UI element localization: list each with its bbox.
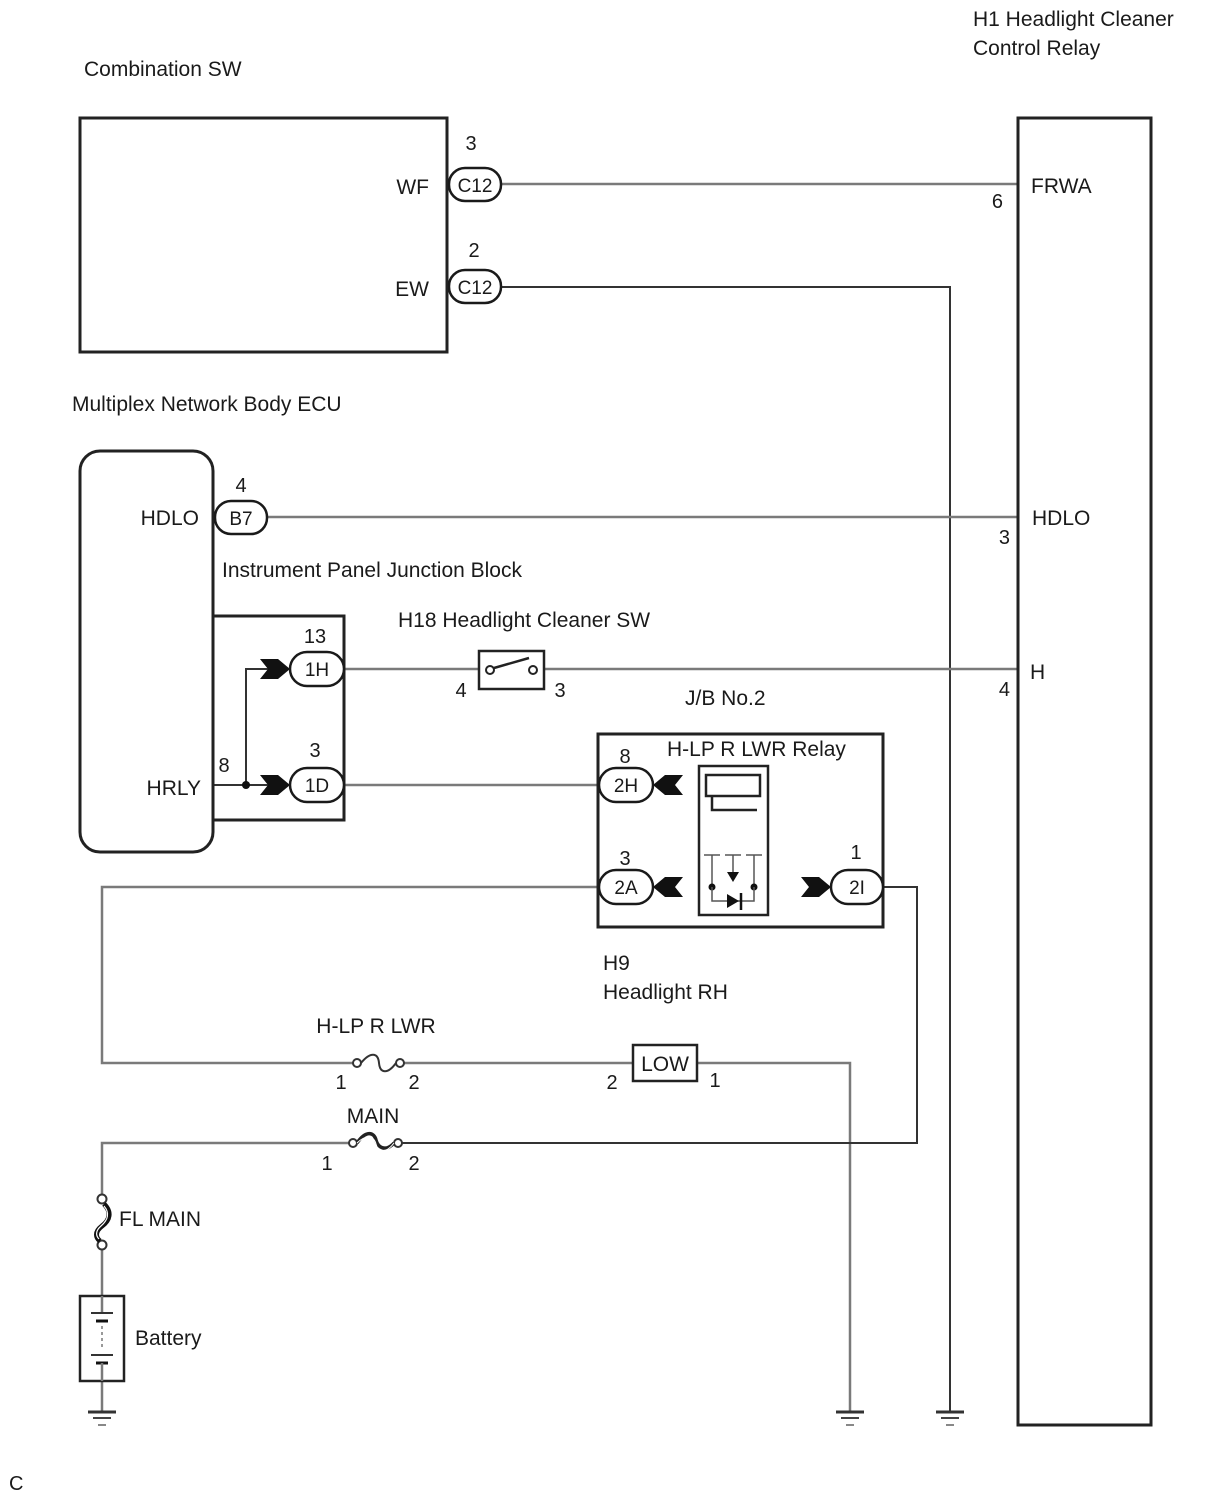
ip-junction-block-title: Instrument Panel Junction Block [222, 559, 522, 582]
body-ecu-title: Multiplex Network Body ECU [72, 393, 342, 416]
body-ecu-box [78, 449, 215, 854]
connector-c12-ew [447, 268, 503, 305]
jb-no2-title: J/B No.2 [685, 687, 766, 710]
relay-coil-icon [704, 773, 762, 812]
terminal-h: H [1030, 661, 1045, 684]
connector-arrow-icon [653, 877, 683, 897]
pin-hdlo-relay: 3 [999, 527, 1010, 549]
pin-1h: 13 [304, 626, 326, 648]
terminal-hdlo-relay: HDLO [1032, 507, 1090, 530]
relay-title: H-LP R LWR Relay [667, 738, 846, 761]
pin-fuse-hlp-2: 2 [408, 1072, 419, 1094]
pin-fuse-main-2: 2 [408, 1153, 419, 1175]
control-relay-title-1: H1 Headlight Cleaner [973, 8, 1174, 31]
battery-label: Battery [135, 1327, 202, 1350]
pin-hrly: 8 [218, 755, 229, 777]
diode-icon [711, 887, 755, 910]
terminal-frwa: FRWA [1031, 175, 1092, 198]
combination-sw-box [78, 116, 449, 354]
lamp-low-label: LOW [641, 1053, 689, 1076]
connector-1d-label: 1D [305, 776, 329, 797]
connector-b7-label: B7 [229, 509, 252, 530]
pin-sw-left: 4 [455, 680, 466, 702]
connector-1d [288, 766, 346, 804]
battery-icon [91, 1296, 113, 1381]
fuse-hlp-title: H-LP R LWR [316, 1015, 435, 1038]
fuse-main-title: MAIN [347, 1105, 400, 1128]
headlight-title-1: H9 [603, 952, 630, 975]
pin-sw-right: 3 [554, 680, 565, 702]
junction-dot [242, 781, 250, 789]
control-relay-box [1016, 116, 1153, 1427]
pin-2a: 3 [619, 848, 630, 870]
diagram-code: C [9, 1473, 23, 1495]
ground-icon [836, 1410, 864, 1426]
connector-b7 [213, 499, 269, 536]
pin-frwa: 6 [992, 191, 1003, 213]
fuse-main-icon [348, 1131, 403, 1152]
connector-arrow-icon [260, 659, 290, 679]
control-relay-title-2: Control Relay [973, 37, 1101, 60]
connector-2h-label: 2H [614, 776, 638, 797]
lamp-low-box [631, 1043, 699, 1083]
ground-icon [936, 1410, 964, 1426]
wire-ew-ground [501, 286, 951, 1412]
pin-hdlo-ecu: 4 [235, 475, 246, 497]
pin-low-right: 1 [709, 1070, 720, 1092]
wire-2i-main [401, 886, 918, 1144]
fuse-icon [352, 1053, 405, 1073]
combination-sw-title: Combination SW [84, 58, 242, 81]
pin-fuse-main-1: 1 [321, 1153, 332, 1175]
switch-icon [477, 649, 546, 691]
connector-c12-wf-label: C12 [458, 176, 493, 197]
connector-c12-wf [447, 166, 503, 203]
ground-icon [88, 1410, 116, 1426]
connector-2i [829, 868, 885, 906]
ip-junction-block-box [213, 614, 346, 822]
fusible-link-icon [94, 1193, 112, 1251]
terminal-hdlo-ecu: HDLO [141, 507, 199, 530]
connector-arrow-icon [653, 775, 683, 795]
terminal-hrly: HRLY [147, 777, 201, 800]
connector-arrow-icon [260, 775, 290, 795]
wire-hrly-branch [245, 668, 270, 785]
pin-ew: 2 [468, 240, 479, 262]
pin-1d: 3 [309, 740, 320, 762]
connector-arrow-icon [801, 877, 831, 897]
fl-main-label: FL MAIN [119, 1208, 201, 1231]
terminal-wf: WF [396, 176, 429, 199]
connector-c12-ew-label: C12 [458, 278, 493, 299]
pin-low-left: 2 [606, 1072, 617, 1094]
headlight-title-2: Headlight RH [603, 981, 728, 1004]
pin-2i: 1 [850, 842, 861, 864]
wire-2a-fuse [100, 885, 598, 1065]
wire-low-ground [697, 1061, 852, 1412]
pin-wf: 3 [465, 133, 476, 155]
pin-2h: 8 [619, 746, 630, 768]
connector-2a-label: 2A [614, 878, 638, 899]
cleaner-sw-title: H18 Headlight Cleaner SW [398, 609, 650, 632]
connector-1h-label: 1H [305, 660, 329, 681]
connector-2i-label: 2I [849, 878, 865, 899]
wire-main-fl [100, 1141, 349, 1196]
terminal-ew: EW [395, 278, 429, 301]
pin-fuse-hlp-1: 1 [335, 1072, 346, 1094]
pin-h: 4 [999, 679, 1010, 701]
connector-1h [288, 650, 346, 688]
